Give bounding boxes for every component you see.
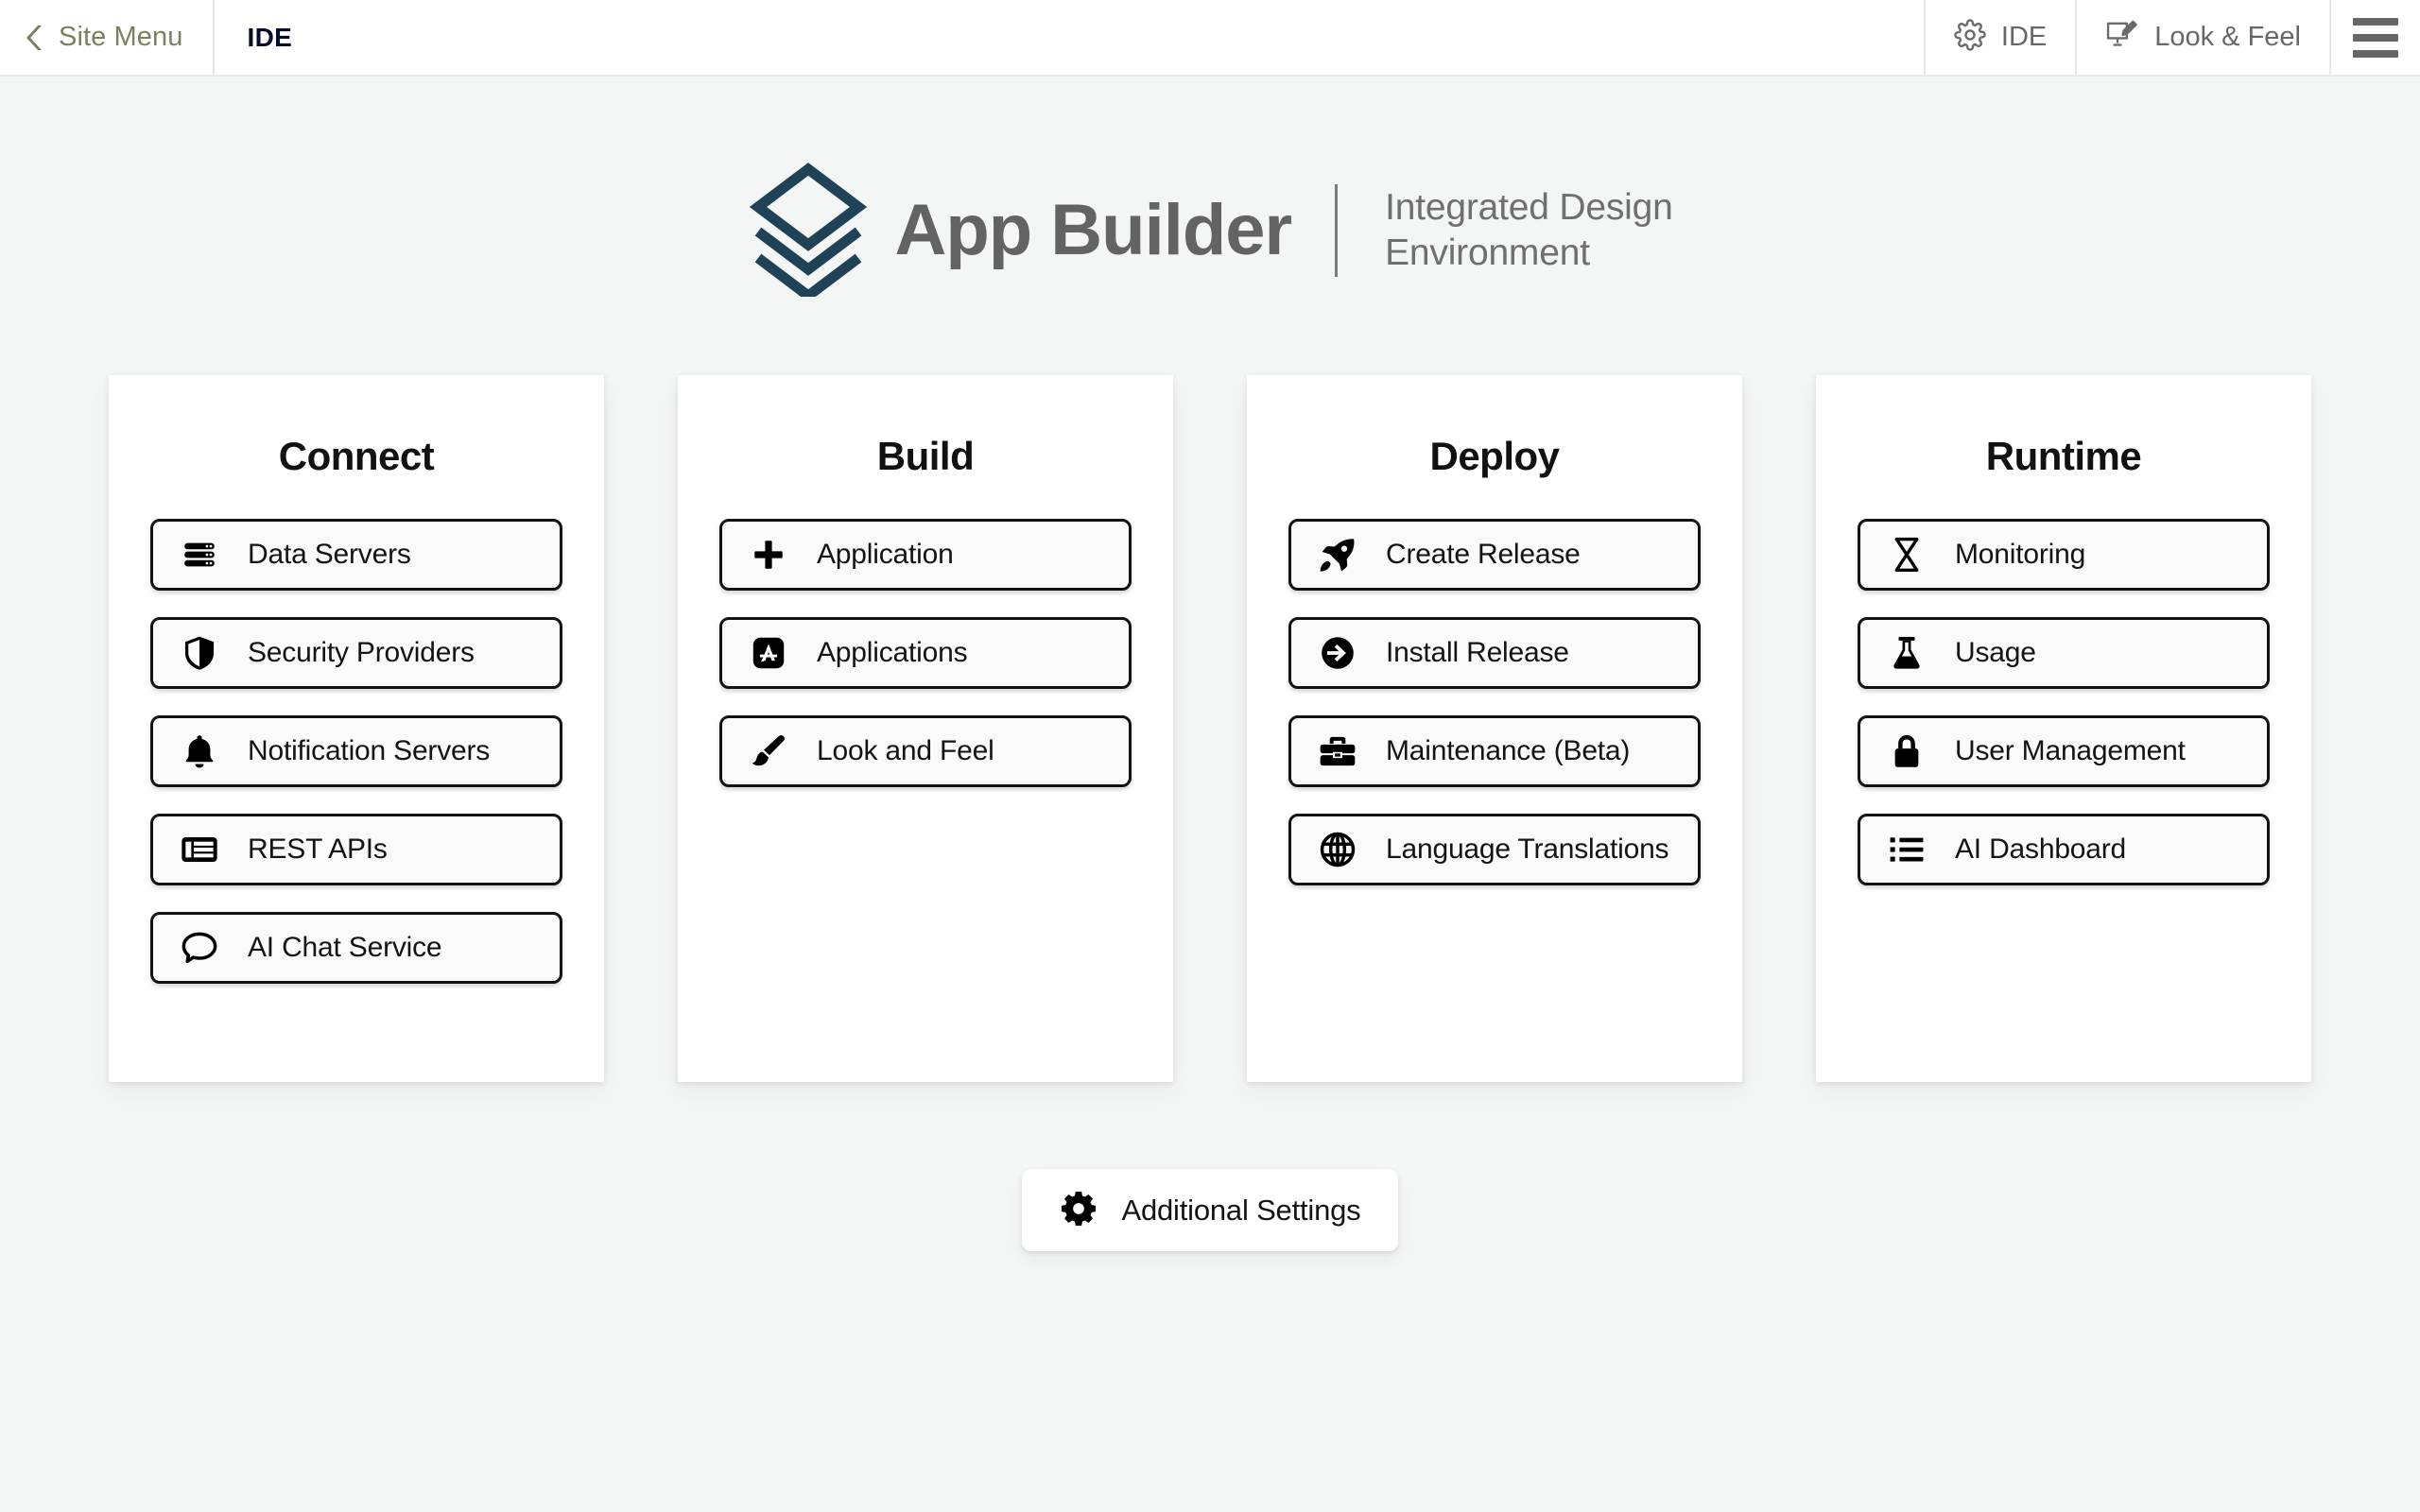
tile-label: AI Chat Service bbox=[248, 932, 442, 963]
topbar-action-look-and-feel[interactable]: Look & Feel bbox=[2075, 0, 2329, 75]
lock-icon bbox=[1879, 733, 1934, 769]
chat-bubble-icon bbox=[172, 930, 227, 966]
tile-notification-servers[interactable]: Notification Servers bbox=[150, 715, 562, 787]
brand-tagline-line1: Integrated Design bbox=[1385, 187, 1673, 229]
tile-monitoring[interactable]: Monitoring bbox=[1858, 519, 2270, 591]
gear-icon bbox=[1954, 19, 1986, 56]
card-button-list: Data Servers Security Providers bbox=[150, 519, 562, 984]
tile-create-release[interactable]: Create Release bbox=[1288, 519, 1701, 591]
server-icon bbox=[172, 537, 227, 573]
tile-install-release[interactable]: Install Release bbox=[1288, 617, 1701, 689]
tile-user-management[interactable]: User Management bbox=[1858, 715, 2270, 787]
bell-icon bbox=[172, 733, 227, 769]
topbar-action-label: IDE bbox=[2000, 22, 2048, 52]
gear-icon bbox=[1060, 1190, 1098, 1230]
brand-divider bbox=[1335, 184, 1339, 277]
topbar-spacer bbox=[324, 0, 1924, 75]
paintbrush-icon bbox=[741, 733, 796, 769]
tile-label: AI Dashboard bbox=[1955, 833, 2127, 865]
tile-language-translations[interactable]: Language Translations bbox=[1288, 814, 1701, 885]
brand-tagline-line2: Environment bbox=[1385, 232, 1590, 273]
tile-ai-chat-service[interactable]: AI Chat Service bbox=[150, 912, 562, 984]
flask-icon bbox=[1879, 635, 1934, 671]
footer-area: Additional Settings bbox=[0, 1169, 2420, 1251]
tile-label: Install Release bbox=[1386, 637, 1569, 668]
table-list-icon bbox=[172, 833, 227, 866]
tile-maintenance-beta[interactable]: Maintenance (Beta) bbox=[1288, 715, 1701, 787]
tile-application[interactable]: Application bbox=[719, 519, 1132, 591]
tile-label: Security Providers bbox=[248, 637, 475, 668]
card-button-list: Monitoring Usage bbox=[1858, 519, 2270, 885]
hamburger-menu-icon[interactable] bbox=[2329, 0, 2420, 75]
card-connect: Connect Data Servers bbox=[109, 375, 604, 1082]
shield-icon bbox=[172, 635, 227, 671]
topbar-action-label: Look & Feel bbox=[2154, 22, 2301, 52]
card-button-list: Application Applications bbox=[719, 519, 1132, 787]
globe-icon bbox=[1310, 832, 1365, 868]
tile-ai-dashboard[interactable]: AI Dashboard bbox=[1858, 814, 2270, 885]
brand-tagline: Integrated Design Environment bbox=[1385, 185, 1673, 275]
plus-icon bbox=[741, 538, 796, 572]
tile-label: Look and Feel bbox=[817, 735, 994, 766]
site-menu-label: Site Menu bbox=[59, 22, 183, 52]
app-store-icon bbox=[741, 636, 796, 670]
list-ul-icon bbox=[1879, 833, 1934, 866]
monitor-pen-icon bbox=[2105, 19, 2139, 56]
tile-security-providers[interactable]: Security Providers bbox=[150, 617, 562, 689]
hamburger-bars bbox=[2353, 17, 2398, 58]
tile-label: Create Release bbox=[1386, 539, 1581, 570]
stacked-layers-logo bbox=[747, 160, 870, 302]
additional-settings-button[interactable]: Additional Settings bbox=[1021, 1169, 1399, 1251]
tile-label: Application bbox=[817, 539, 954, 570]
category-card-row: Connect Data Servers bbox=[0, 375, 2420, 1082]
tile-label: Notification Servers bbox=[248, 735, 491, 766]
tile-label: Monitoring bbox=[1955, 539, 2086, 570]
brand-header: App Builder Integrated Design Environmen… bbox=[0, 160, 2420, 302]
card-deploy: Deploy Create Release bbox=[1247, 375, 1742, 1082]
tile-label: REST APIs bbox=[248, 833, 388, 865]
rocket-icon bbox=[1310, 537, 1365, 573]
tile-look-and-feel[interactable]: Look and Feel bbox=[719, 715, 1132, 787]
card-title: Runtime bbox=[1985, 434, 2142, 478]
brand-name: App Builder bbox=[894, 190, 1292, 270]
tile-label: Language Translations bbox=[1386, 833, 1669, 865]
tile-data-servers[interactable]: Data Servers bbox=[150, 519, 562, 591]
card-build: Build Application bbox=[678, 375, 1173, 1082]
tile-label: Data Servers bbox=[248, 539, 411, 570]
tile-rest-apis[interactable]: REST APIs bbox=[150, 814, 562, 885]
additional-settings-label: Additional Settings bbox=[1121, 1193, 1361, 1227]
tile-usage[interactable]: Usage bbox=[1858, 617, 2270, 689]
tile-label: User Management bbox=[1955, 735, 2186, 766]
top-bar: Site Menu IDE IDE Look & Feel bbox=[0, 0, 2420, 77]
tile-applications[interactable]: Applications bbox=[719, 617, 1132, 689]
card-title: Deploy bbox=[1429, 434, 1560, 478]
topbar-action-ide[interactable]: IDE bbox=[1923, 0, 2075, 75]
arrow-right-circle-icon bbox=[1310, 635, 1365, 671]
card-button-list: Create Release Install Release bbox=[1288, 519, 1701, 885]
site-menu-button[interactable]: Site Menu bbox=[0, 0, 216, 75]
card-title: Build bbox=[876, 434, 975, 478]
tile-label: Usage bbox=[1955, 637, 2036, 668]
card-runtime: Runtime Monitoring Usage bbox=[1816, 375, 2311, 1082]
tile-label: Applications bbox=[817, 637, 968, 668]
tile-label: Maintenance (Beta) bbox=[1386, 735, 1631, 766]
card-title: Connect bbox=[278, 434, 435, 478]
toolbox-icon bbox=[1310, 734, 1365, 768]
hourglass-icon bbox=[1879, 537, 1934, 573]
chevron-left-icon bbox=[25, 24, 45, 52]
page-title: IDE bbox=[247, 22, 293, 52]
